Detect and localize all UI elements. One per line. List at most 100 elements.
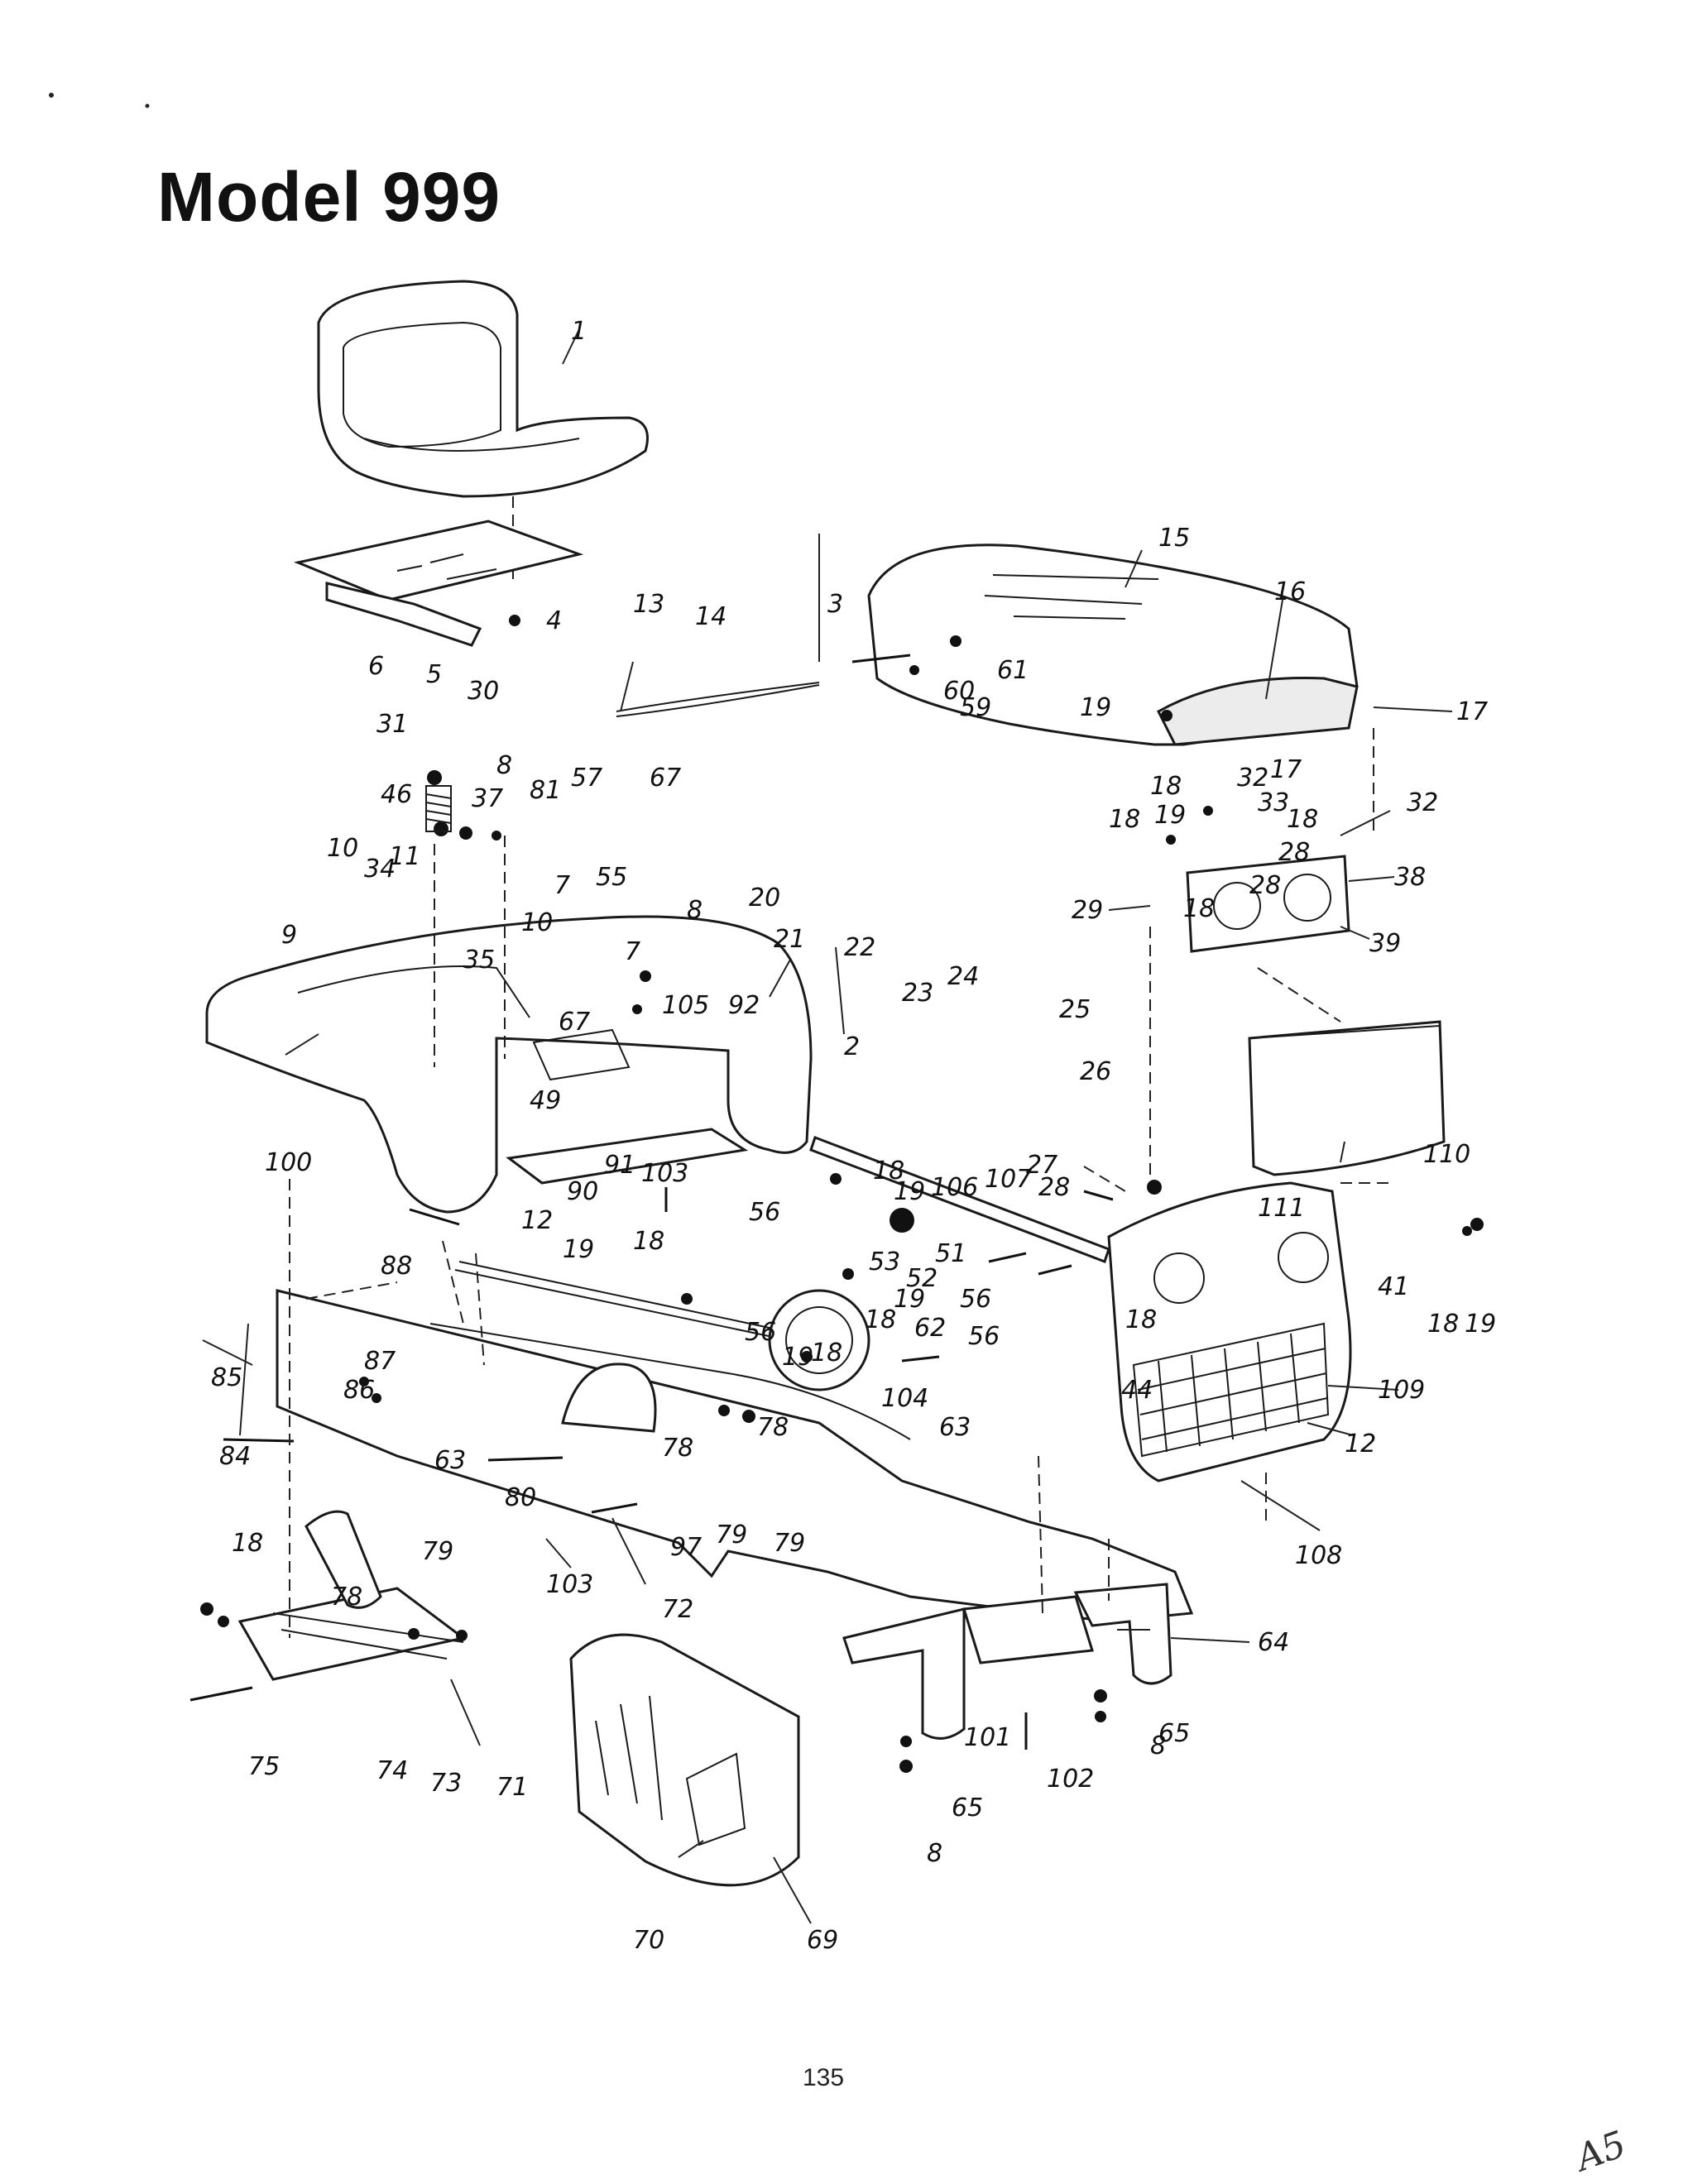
callout-70: 70 <box>633 1926 664 1955</box>
callout-29: 29 <box>1072 896 1103 925</box>
callout-19: 19 <box>894 1285 925 1314</box>
pedal-assembly <box>561 1289 870 1433</box>
callout-63: 63 <box>434 1446 466 1475</box>
callout-105: 105 <box>662 991 709 1020</box>
seat-bracket <box>293 520 584 647</box>
callout-18: 18 <box>873 1157 904 1185</box>
callout-17: 17 <box>1456 697 1488 726</box>
callout-30: 30 <box>468 677 499 706</box>
callout-28: 28 <box>1249 871 1281 900</box>
callout-17: 17 <box>1270 755 1302 784</box>
callout-21: 21 <box>774 925 805 954</box>
speck <box>49 93 54 98</box>
guide-line <box>1257 967 1341 1023</box>
callout-110: 110 <box>1423 1140 1470 1169</box>
guide-lines <box>289 836 1390 1638</box>
crossbar <box>809 1136 1110 1263</box>
leader-lines <box>202 328 1453 1924</box>
callout-64: 64 <box>1258 1628 1289 1657</box>
callout-102: 102 <box>1047 1765 1094 1794</box>
callout-28: 28 <box>1278 838 1310 867</box>
callout-1: 1 <box>571 317 587 346</box>
deck-plate <box>506 1128 749 1185</box>
callout-100: 100 <box>265 1148 312 1177</box>
callout-16: 16 <box>1274 577 1306 606</box>
callout-101: 101 <box>964 1723 1011 1752</box>
callout-28: 28 <box>1038 1173 1070 1202</box>
callout-71: 71 <box>496 1773 528 1802</box>
callout-19: 19 <box>782 1343 813 1372</box>
callout-106: 106 <box>931 1173 978 1202</box>
callout-18: 18 <box>865 1305 896 1334</box>
callout-19: 19 <box>894 1177 925 1206</box>
hood-rod <box>616 682 820 712</box>
callout-85: 85 <box>211 1363 242 1392</box>
callout-52: 52 <box>906 1264 938 1293</box>
callout-35: 35 <box>463 946 495 975</box>
hood <box>867 544 1359 746</box>
callout-12: 12 <box>1345 1430 1376 1458</box>
callout-18: 18 <box>811 1339 842 1367</box>
callout-41: 41 <box>1378 1272 1409 1301</box>
callout-79: 79 <box>422 1537 453 1566</box>
callout-104: 104 <box>881 1384 928 1413</box>
callout-69: 69 <box>807 1926 838 1955</box>
callout-24: 24 <box>947 962 979 991</box>
callout-18: 18 <box>1150 772 1182 801</box>
callout-72: 72 <box>662 1595 693 1624</box>
callout-31: 31 <box>376 710 408 739</box>
callout-61: 61 <box>997 656 1029 685</box>
callout-18: 18 <box>1183 894 1215 923</box>
callout-22: 22 <box>844 933 875 962</box>
callout-20: 20 <box>749 884 780 912</box>
callout-32: 32 <box>1237 764 1268 793</box>
hardware <box>200 615 1484 1773</box>
callout-92: 92 <box>728 991 760 1020</box>
front-plate <box>962 1595 1094 1664</box>
callout-91: 91 <box>604 1151 635 1180</box>
callout-56: 56 <box>968 1322 1000 1351</box>
callout-108: 108 <box>1295 1541 1342 1570</box>
callout-75: 75 <box>248 1752 280 1781</box>
callout-14: 14 <box>695 602 727 631</box>
callout-81: 81 <box>530 776 561 805</box>
callout-79: 79 <box>774 1529 805 1558</box>
chassis-frame <box>276 1261 1194 1623</box>
callout-18: 18 <box>1427 1310 1459 1339</box>
seat <box>317 280 649 498</box>
callout-9: 9 <box>281 921 297 950</box>
callout-8: 8 <box>1150 1731 1166 1760</box>
callout-8: 8 <box>496 751 512 780</box>
callout-53: 53 <box>869 1248 900 1276</box>
callout-7: 7 <box>554 871 570 900</box>
callout-65: 65 <box>952 1794 983 1822</box>
callout-19: 19 <box>563 1235 594 1264</box>
callout-18: 18 <box>1125 1305 1157 1334</box>
callout-4: 4 <box>546 606 562 635</box>
callout-19: 19 <box>1080 693 1111 722</box>
callout-19: 19 <box>1465 1310 1496 1339</box>
callout-78: 78 <box>662 1434 693 1463</box>
callout-39: 39 <box>1369 929 1401 958</box>
callout-88: 88 <box>381 1252 412 1281</box>
callout-56: 56 <box>960 1285 991 1314</box>
front-bracket <box>842 1607 966 1740</box>
callout-27: 27 <box>1026 1151 1057 1180</box>
callout-18: 18 <box>1109 805 1140 834</box>
callout-12: 12 <box>521 1206 553 1235</box>
callout-8: 8 <box>687 896 703 925</box>
callout-5: 5 <box>426 660 442 689</box>
callout-80: 80 <box>505 1483 536 1512</box>
callout-87: 87 <box>364 1347 396 1376</box>
callout-63: 63 <box>939 1413 971 1442</box>
callout-13: 13 <box>633 590 664 619</box>
callout-103: 103 <box>641 1159 688 1188</box>
callout-57: 57 <box>571 764 602 793</box>
callout-51: 51 <box>935 1239 966 1268</box>
callout-84: 84 <box>219 1442 251 1471</box>
callout-10: 10 <box>327 834 358 863</box>
page-number: 135 <box>803 2064 845 2091</box>
callout-19: 19 <box>1154 801 1186 830</box>
callout-46: 46 <box>381 780 412 809</box>
